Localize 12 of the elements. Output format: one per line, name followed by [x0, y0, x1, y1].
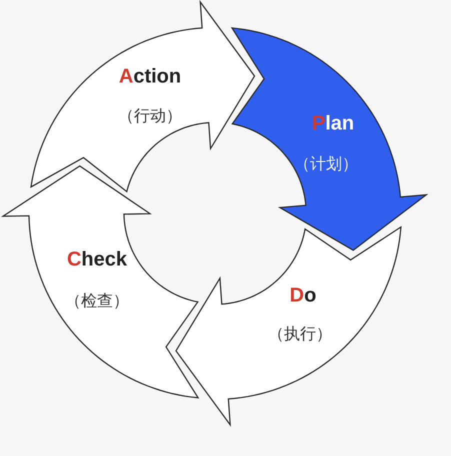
cycle-segment	[230, 26, 428, 251]
phase-subtitle: （执行）	[268, 324, 332, 344]
phase-title: Check	[66, 248, 127, 272]
phase-title: Plan	[312, 112, 354, 136]
phase-title: Action	[118, 65, 182, 88]
phase-title: Do	[290, 284, 316, 308]
cycle-segment	[174, 226, 402, 426]
cycle-segment	[2, 165, 200, 400]
phase-subtitle: （计划）	[294, 154, 358, 174]
cycle-segment	[30, 0, 256, 192]
phase-subtitle: （行动）	[118, 106, 182, 126]
phase-subtitle: （检查）	[64, 292, 129, 310]
